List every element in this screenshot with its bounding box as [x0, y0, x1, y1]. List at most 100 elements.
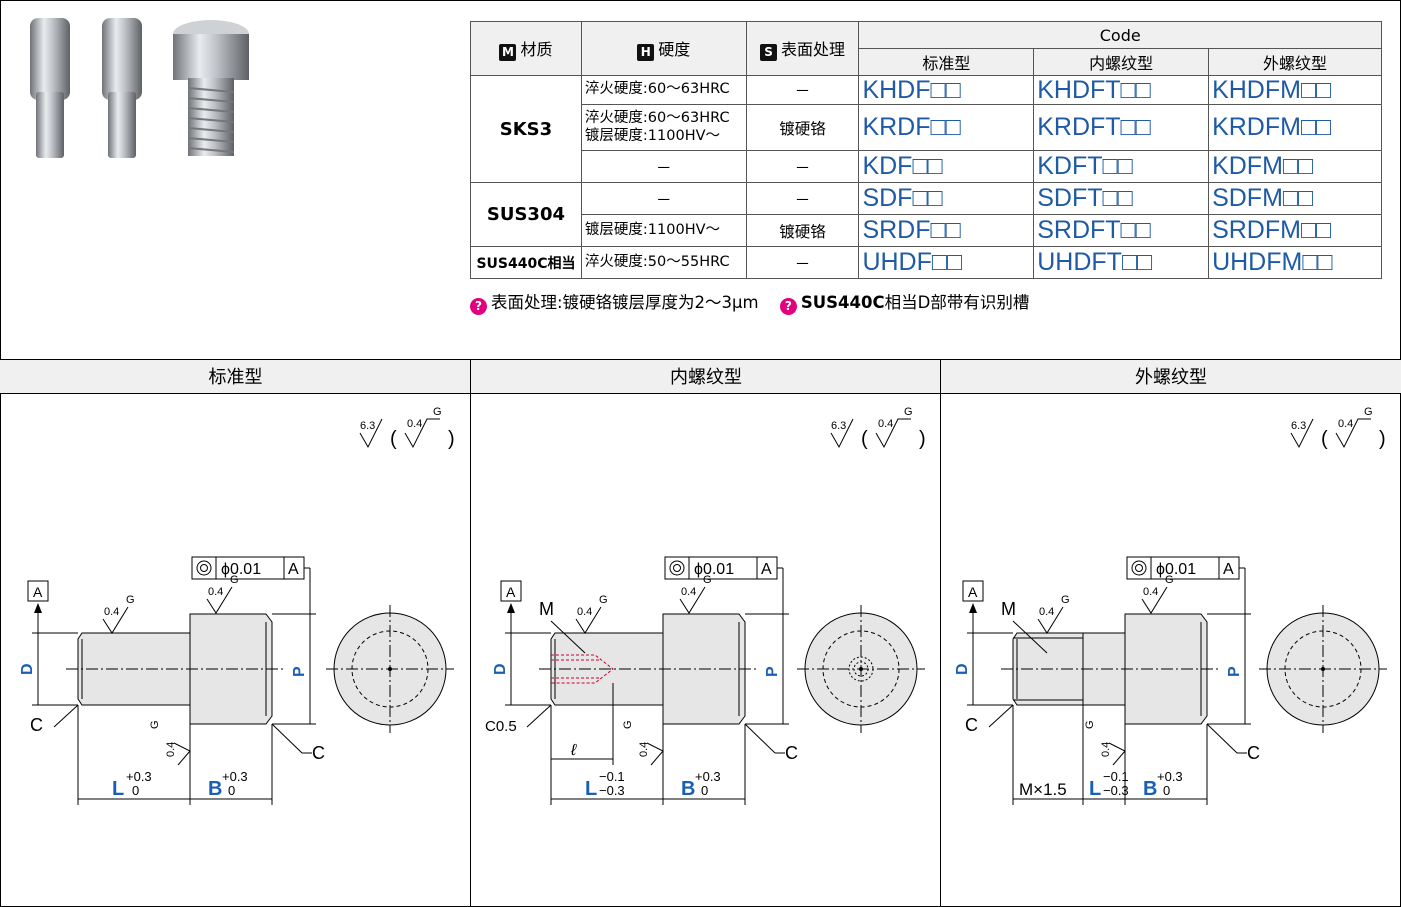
roughness-main-symbol: [1290, 418, 1314, 449]
paren-open: (: [1321, 428, 1328, 450]
dim-P-label: P: [1226, 666, 1243, 677]
concentricity-icon-inner: [200, 564, 208, 572]
hardness-cell: 淬火硬度:60～63HRC: [580, 75, 747, 105]
notes: ?表面处理:镀硬铬镀层厚度为2～3μm ?SUS440C相当D部带有识别槽: [470, 289, 1045, 315]
roughness-label: 0.4: [208, 586, 223, 598]
roughness-label: 0.4: [1100, 742, 1112, 757]
code-cell: KHDF□□: [858, 75, 1035, 105]
concentricity-value: ϕ0.01: [694, 561, 734, 578]
code-cell: SDFM□□: [1208, 182, 1382, 215]
roughness-label: 0.4: [577, 606, 592, 618]
note-groove: ?SUS440C相当D部带有识别槽: [779, 289, 1029, 315]
concentricity-icon-inner: [1135, 564, 1143, 572]
pin-photo-standard: [30, 18, 70, 158]
tol-upper: +0.3: [695, 769, 721, 784]
roughness-main-label: 6.3: [360, 420, 375, 432]
dim-B-label: B: [208, 778, 222, 800]
dim-P-label: P: [764, 666, 781, 677]
hardness-cell: －: [580, 182, 747, 215]
header-type-standard: 标准型: [858, 48, 1035, 76]
tol-upper: +0.3: [126, 769, 152, 784]
grade-label: G: [1364, 406, 1373, 418]
dim-C-left-label: C: [965, 715, 978, 735]
concentricity-icon: [1131, 560, 1147, 576]
header-type-internal: 内螺纹型: [1033, 48, 1210, 76]
dim-L-label: L: [585, 778, 597, 800]
concentricity-icon: [669, 560, 685, 576]
surface-cell: －: [745, 246, 860, 279]
grade-label: G: [1165, 574, 1174, 586]
roughness-symbol: [102, 606, 129, 634]
concentricity-datum: A: [288, 561, 299, 578]
grade-label: G: [703, 574, 712, 586]
tol-upper: +0.3: [222, 769, 248, 784]
dim-C-label: C: [1247, 743, 1260, 763]
datum-triangle: [507, 603, 515, 613]
header-surface-label: 表面处理: [781, 40, 846, 59]
code-cell: KHDFM□□: [1208, 75, 1382, 105]
code-cell: SDFT□□: [1033, 182, 1210, 215]
leader-line: [550, 620, 586, 654]
roughness-fine-label: 0.4: [1338, 418, 1353, 430]
dim-B-label: B: [681, 778, 695, 800]
code-cell: UHDFT□□: [1033, 246, 1210, 279]
note-icon: ?: [470, 298, 487, 315]
hardness-line: 淬火硬度:60～63HRC: [584, 110, 730, 127]
roughness-label: 0.4: [165, 742, 177, 757]
roughness-main-label: 6.3: [831, 420, 846, 432]
header-hardness-label: 硬度: [658, 40, 691, 59]
dim-D-label: D: [19, 663, 36, 675]
leader-line: [988, 704, 1014, 728]
dim-C-label: C: [785, 743, 798, 763]
dim-D-label: D: [954, 663, 971, 675]
panel-title: 标准型: [0, 359, 471, 394]
table-row: SUS304 － － SDF□□ SDFT□□ SDFM□□: [470, 182, 1382, 247]
roughness-main-symbol: [359, 418, 383, 449]
roughness-main-label: 6.3: [1291, 420, 1306, 432]
table-row: SKS3 淬火硬度:60～63HRC － KHDF□□ KHDFT□□ KHDF…: [470, 75, 1382, 183]
leader-line: [1012, 620, 1048, 654]
grade-label: G: [622, 720, 634, 729]
roughness-fine-label: 0.4: [407, 418, 422, 430]
code-cell: SRDFT□□: [1033, 214, 1210, 247]
paren-close: ): [919, 428, 926, 450]
tol-upper: −0.1: [599, 769, 625, 784]
table-row: SUS440C相当 淬火硬度:50～55HRC － UHDF□□ UHDFT□□…: [470, 246, 1382, 279]
roughness-symbol: [679, 586, 706, 614]
dim-D-label: D: [492, 663, 509, 675]
dim-L-label: L: [112, 778, 124, 800]
product-photo: [30, 18, 249, 158]
dim-B-label: B: [1143, 778, 1157, 800]
roughness-symbol: [575, 606, 602, 634]
datum-box: [962, 580, 984, 602]
tol-lower: 0: [228, 783, 235, 798]
datum-label: A: [506, 584, 516, 600]
dim-L-label: L: [1089, 778, 1101, 800]
datum-triangle: [34, 603, 42, 613]
pin-photo-external: [173, 20, 249, 156]
code-cell: SRDFM□□: [1208, 214, 1382, 247]
grade-label: G: [126, 594, 135, 606]
code-cell: KDF□□: [858, 150, 1035, 183]
header-type-external: 外螺纹型: [1208, 48, 1382, 76]
grade-label: G: [904, 406, 913, 418]
concentricity-datum: A: [761, 561, 772, 578]
note-icon: ?: [779, 298, 797, 315]
dim-P-label: P: [291, 666, 308, 677]
paren-close: ): [448, 428, 455, 450]
hardness-cell: 镀层硬度:1100HV～: [580, 214, 747, 247]
dim-l-label: ℓ: [570, 742, 577, 759]
grade-label: G: [1061, 594, 1070, 606]
roughness-label: 0.4: [1143, 586, 1158, 598]
code-cell: SDF□□: [858, 182, 1035, 215]
code-cell: UHDFM□□: [1208, 246, 1382, 279]
leader-line: [271, 723, 303, 754]
